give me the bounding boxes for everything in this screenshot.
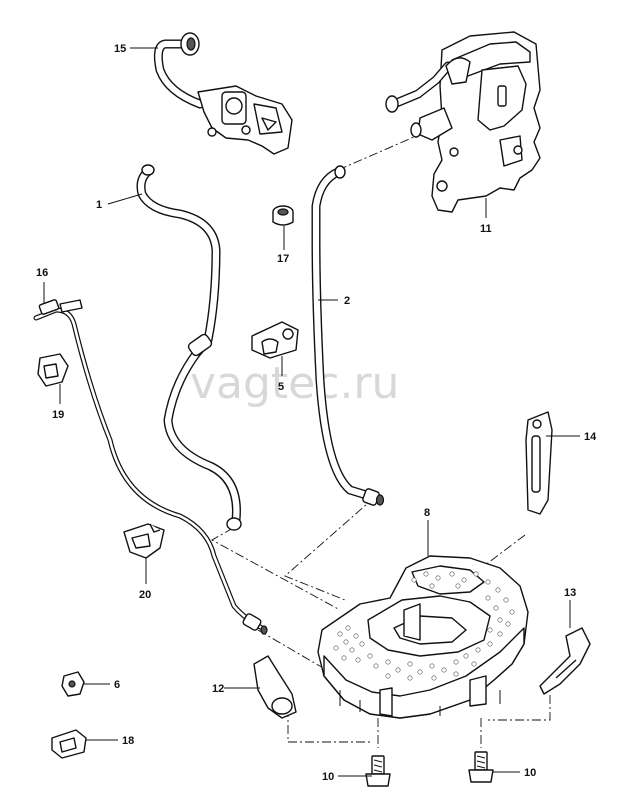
part-11-bracket-valve: [385, 31, 541, 213]
part-6-clip: [61, 671, 85, 697]
part-17-grommet: [272, 205, 294, 226]
part-14-bracket: [525, 411, 553, 515]
part-20-clip: [123, 523, 165, 559]
callout-20: 20: [139, 589, 151, 601]
callout-11: 11: [480, 223, 492, 235]
part-12-bracket: [253, 655, 297, 719]
part-16-pipe: [33, 299, 268, 635]
callout-16: 16: [36, 267, 48, 279]
part-15-valve-hose: [153, 32, 293, 155]
callout-19: 19: [52, 409, 64, 421]
callout-12: 12: [212, 683, 224, 695]
callout-1: 1: [96, 199, 102, 211]
callout-leaders: [43, 47, 580, 777]
part-19-clip: [37, 353, 69, 387]
part-18-clip: [51, 729, 87, 759]
callout-10-right: 10: [524, 767, 536, 779]
part-2-hose: [311, 165, 385, 506]
callout-13: 13: [564, 587, 576, 599]
part-10-bolt-left: [365, 755, 391, 787]
callout-17: 17: [277, 253, 289, 265]
part-8-canister: [317, 555, 529, 719]
callout-5: 5: [278, 381, 284, 393]
canister-texture: [333, 571, 515, 681]
callout-8: 8: [424, 507, 430, 519]
callout-labels: 15 1 16 17 2 11 5 19 14 8 13 20 12 6 18 …: [36, 43, 597, 783]
watermark-text: vagtec.ru: [190, 358, 399, 409]
callout-18: 18: [122, 735, 134, 747]
callout-2: 2: [344, 295, 350, 307]
callout-10-left: 10: [322, 771, 334, 783]
part-1-hose: [136, 164, 242, 531]
part-13-bracket: [539, 627, 591, 695]
callout-14: 14: [584, 431, 597, 443]
part-10-bolt-right: [468, 751, 494, 783]
callout-6: 6: [114, 679, 120, 691]
callout-15: 15: [114, 43, 126, 55]
part-5-clip: [251, 321, 299, 359]
